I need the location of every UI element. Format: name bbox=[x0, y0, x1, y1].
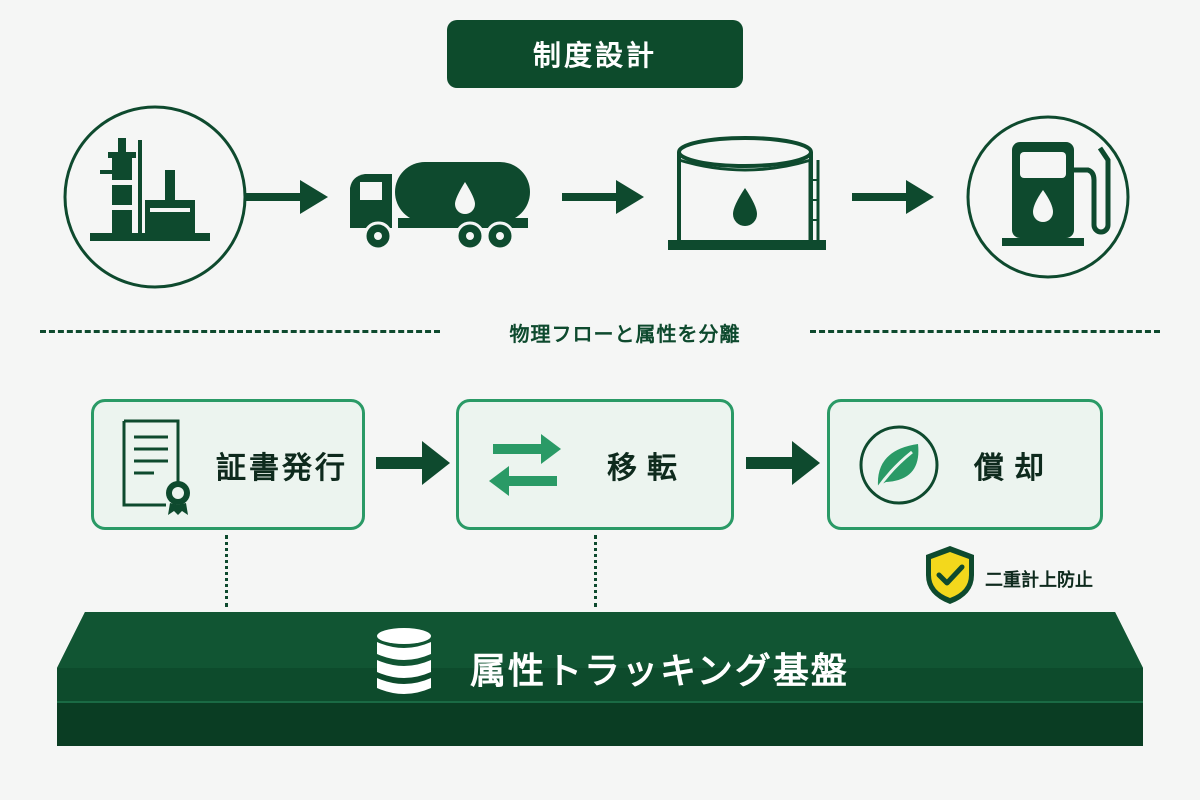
refinery-icon bbox=[63, 105, 247, 289]
platform-label: 属性トラッキング基盤 bbox=[470, 651, 849, 692]
transfer-arrows-icon bbox=[489, 433, 561, 496]
flow-arrow-icon bbox=[562, 180, 644, 214]
tanker-truck-icon bbox=[350, 162, 530, 251]
flow-arrow-icon bbox=[376, 441, 450, 485]
double-counting-badge: 二重計上防止 bbox=[985, 570, 1093, 591]
storage-tank-icon bbox=[668, 136, 826, 250]
step-label: 移転 bbox=[607, 450, 687, 486]
tracking-platform bbox=[57, 612, 1143, 746]
shield-check-icon bbox=[926, 546, 974, 604]
connector-line bbox=[594, 535, 597, 607]
step-label: 証書発行 bbox=[216, 450, 348, 486]
section-divider: 物理フローと属性を分離 bbox=[40, 318, 1160, 347]
flow-arrow-icon bbox=[746, 441, 820, 485]
step-label: 償却 bbox=[974, 450, 1054, 486]
step-retirement: 償却 bbox=[827, 399, 1103, 530]
connector-line bbox=[225, 535, 228, 607]
step-certificate-issue: 証書発行 bbox=[91, 399, 365, 530]
flow-arrow-icon bbox=[852, 180, 934, 214]
step-transfer: 移転 bbox=[456, 399, 734, 530]
leaf-icon bbox=[859, 425, 939, 504]
divider-label: 物理フローと属性を分離 bbox=[455, 318, 795, 347]
physical-flow bbox=[63, 105, 1130, 289]
flow-arrow-icon bbox=[246, 180, 328, 214]
fuel-pump-icon bbox=[966, 115, 1130, 279]
page-title: 制度設計 bbox=[447, 20, 743, 88]
database-icon bbox=[377, 628, 431, 694]
certificate-icon bbox=[122, 419, 190, 515]
